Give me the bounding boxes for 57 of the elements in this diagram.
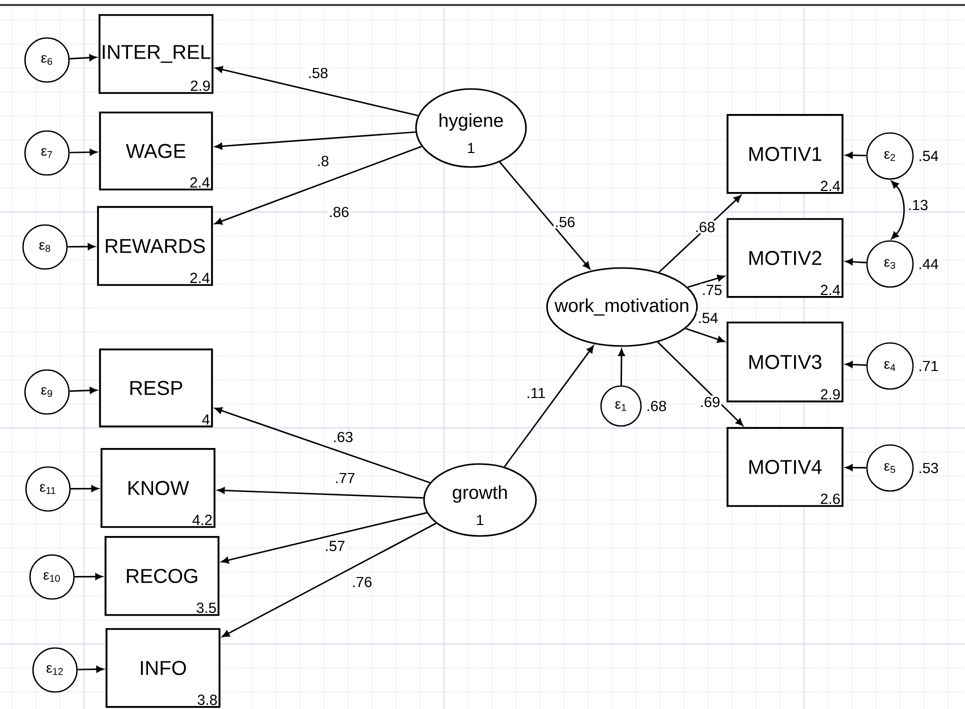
edge-label: .8 — [316, 154, 330, 168]
variable-box: MOTIV2 2.4 — [726, 218, 844, 298]
arrow — [214, 131, 416, 150]
arrow — [78, 666, 104, 673]
arrow — [657, 342, 744, 426]
variable-box: RESP 4 — [99, 348, 213, 428]
edge-label: .75 — [700, 284, 724, 296]
variable-box: MOTIV4 2.6 — [726, 427, 844, 507]
arrow — [222, 522, 436, 638]
arrow — [70, 54, 97, 61]
arrow — [74, 573, 103, 580]
variable-box: MOTIV3 2.9 — [726, 322, 844, 402]
arrow — [658, 195, 742, 273]
arrow — [70, 485, 99, 492]
variable-box: WAGE 2.4 — [99, 112, 213, 190]
variable-box: INFO 3.8 — [106, 628, 220, 708]
edge-label: .57 — [323, 540, 347, 552]
arrow — [845, 258, 866, 266]
variable-box: REWARDS 2.4 — [97, 206, 213, 286]
arrow — [891, 180, 905, 240]
variance-label: .53 — [920, 462, 938, 474]
arrow — [70, 148, 98, 156]
edge-label: .63 — [331, 430, 355, 444]
variance-label: .71 — [920, 360, 938, 372]
arrow — [688, 274, 725, 288]
arrow — [217, 487, 424, 499]
edge-label: .77 — [333, 472, 357, 484]
edge-label: .54 — [696, 312, 720, 324]
edge-label: .13 — [906, 198, 930, 212]
variance-label: .44 — [920, 258, 938, 270]
arrow — [70, 387, 98, 394]
arrow — [221, 512, 427, 564]
edge-label: .56 — [553, 215, 577, 229]
variable-box: MOTIV1 2.4 — [726, 114, 844, 194]
variance-label: .68 — [648, 400, 666, 412]
arrow — [214, 146, 422, 225]
arrow — [214, 407, 430, 484]
edge-label: .11 — [525, 386, 547, 400]
arrow — [618, 348, 625, 386]
arrow — [68, 243, 96, 250]
variable-box: INTER_REL 2.9 — [98, 14, 214, 94]
arrow — [504, 346, 594, 468]
edge-label: .69 — [698, 395, 722, 409]
arrow — [686, 328, 725, 343]
variable-box: RECOG 3.5 — [104, 536, 220, 616]
arrow — [215, 66, 418, 116]
arrow — [499, 162, 590, 270]
edge-label: .76 — [350, 575, 374, 589]
arrow — [845, 464, 866, 471]
variable-box: KNOW 4.2 — [100, 448, 216, 528]
arrow — [845, 152, 866, 159]
edge-label: .68 — [693, 220, 717, 234]
node-label: ε$_{12}$ — [46, 665, 63, 675]
arrow — [845, 361, 866, 368]
edge-label: .86 — [327, 205, 351, 219]
edge-label: .58 — [306, 66, 330, 80]
variance-label: .54 — [920, 150, 938, 162]
